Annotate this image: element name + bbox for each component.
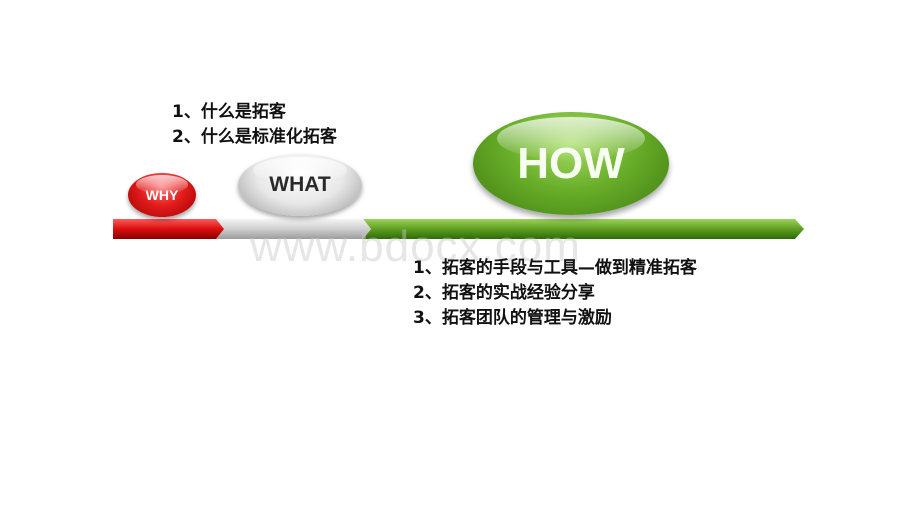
how-pill: HOW (473, 112, 669, 215)
what-topic-item: 2、什么是标准化拓客 (172, 127, 337, 147)
timeline-segment-red (113, 219, 224, 239)
watermark-text: www.bdocx.com (250, 222, 581, 271)
what-pill: WHAT (238, 154, 362, 216)
why-pill: WHY (128, 173, 196, 217)
how-topic-item: 2、拓客的实战经验分享 (413, 283, 595, 303)
what-topics-list: 1、什么是拓客 2、什么是标准化拓客 (172, 100, 337, 150)
timeline-segment-gray (216, 219, 371, 239)
timeline-segment-green (363, 219, 804, 239)
timeline-arrow (113, 219, 804, 239)
what-topic-item: 1、什么是拓客 (172, 102, 286, 122)
how-topics-list: 1、拓客的手段与工具—做到精准拓客 2、拓客的实战经验分享 3、拓客团队的管理与… (413, 256, 697, 331)
how-label: HOW (517, 138, 625, 188)
what-label: WHAT (269, 173, 331, 196)
how-topic-item: 1、拓客的手段与工具—做到精准拓客 (413, 258, 697, 278)
how-topic-item: 3、拓客团队的管理与激励 (413, 308, 612, 328)
why-label: WHY (145, 187, 179, 203)
